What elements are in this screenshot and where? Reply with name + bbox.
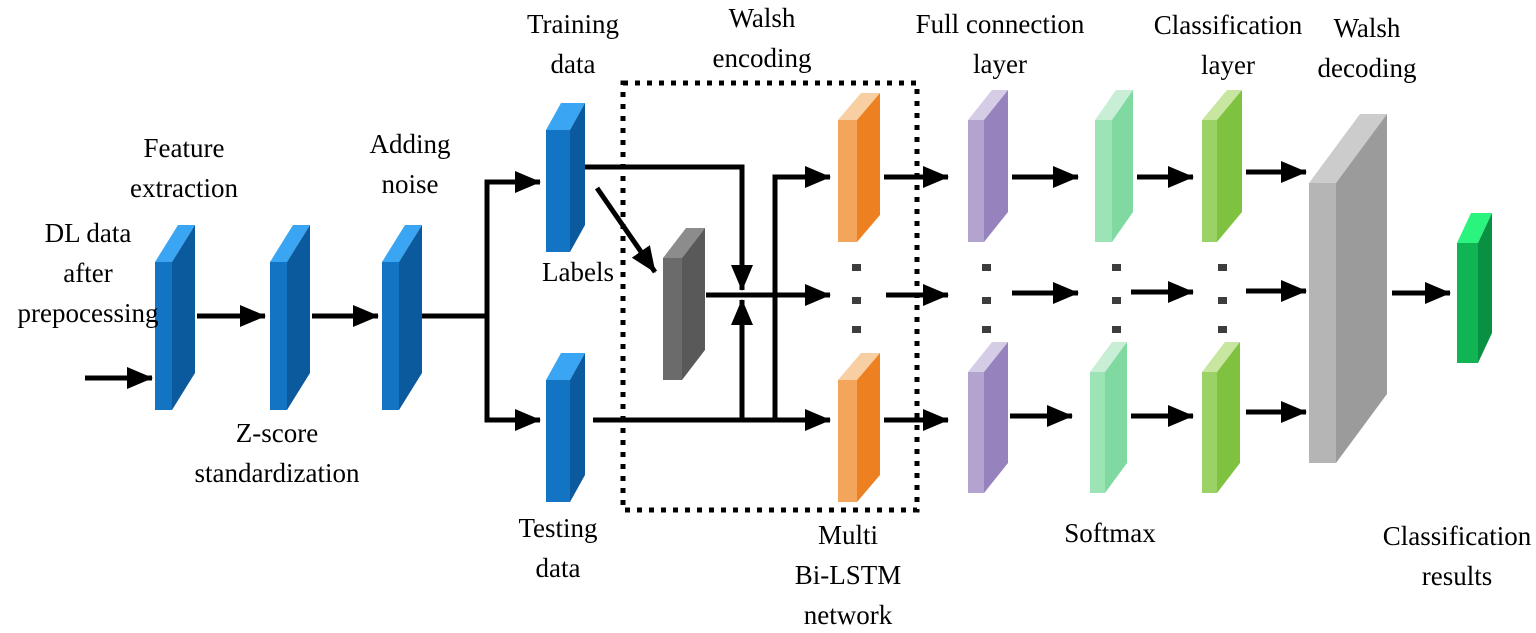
- slab-training-data-front: [546, 130, 570, 252]
- slab-feature-extraction: [155, 225, 195, 410]
- ellipsis-bilstm: [852, 264, 861, 271]
- arrow-training-to-junction: [585, 164, 753, 291]
- slab-zscore-front: [270, 262, 287, 410]
- slab-labels-side: [682, 228, 705, 380]
- slab-testing-data-side: [570, 353, 585, 502]
- slab-training-data-side: [570, 103, 585, 252]
- slab-bilstm-top: [838, 93, 880, 242]
- ellipsis-softmax: [1112, 264, 1121, 271]
- label-training-data: Training data: [526, 9, 620, 79]
- slab-fc-top-side: [984, 90, 1008, 242]
- label-testing-data: Testing data: [518, 513, 598, 583]
- ellipsis-fc: [982, 264, 991, 271]
- label-classification-results: Classification results: [1382, 521, 1532, 591]
- label-adding-noise: Adding noise: [369, 129, 451, 199]
- slab-feature-extraction-top: [155, 225, 195, 262]
- slab-adding-noise-top: [382, 225, 422, 262]
- label-classification-layer: Classification layer: [1153, 10, 1303, 80]
- slab-walsh-decoding: [1309, 114, 1387, 463]
- slab-classification-top-front: [1202, 120, 1217, 242]
- slab-classification-top: [1202, 90, 1242, 242]
- slab-walsh-decoding-side: [1336, 114, 1387, 463]
- label-walsh-encoding: Walsh encoding: [712, 3, 812, 73]
- slab-labels-top: [663, 228, 705, 258]
- slab-classification-bottom-side: [1217, 342, 1240, 493]
- slab-softmax-top-side: [1112, 90, 1133, 242]
- slab-zscore: [270, 225, 310, 410]
- slab-fc-top-front: [968, 120, 984, 242]
- label-z-score: Z-score standardization: [194, 418, 360, 488]
- slab-classification-top-top: [1202, 90, 1242, 120]
- slab-bilstm-bottom-top: [838, 353, 880, 380]
- slab-training-data-top: [546, 103, 585, 130]
- slab-bilstm-top-front: [838, 120, 857, 242]
- slab-fc-top: [968, 90, 1008, 242]
- ellipsis-dots: [852, 264, 1227, 333]
- slab-adding-noise-front: [382, 262, 399, 410]
- slab-fc-bottom-side: [984, 342, 1008, 493]
- slab-bilstm-bottom-side: [857, 353, 880, 502]
- slab-training-data: [546, 103, 585, 252]
- label-full-connection: Full connection layer: [915, 9, 1085, 79]
- slab-zscore-top: [270, 225, 310, 262]
- slab-feature-extraction-front: [155, 262, 172, 410]
- slab-softmax-bottom-top: [1090, 342, 1127, 372]
- slab-softmax-bottom: [1090, 342, 1127, 493]
- label-labels: Labels: [542, 257, 614, 287]
- slab-fc-bottom-top: [968, 342, 1008, 372]
- slab-classification-bottom-front: [1202, 372, 1217, 493]
- slab-walsh-decoding-top: [1309, 114, 1387, 183]
- slab-adding-noise-side: [399, 225, 422, 410]
- label-feature-extraction: Feature extraction: [130, 133, 238, 203]
- slab-result-front: [1457, 243, 1478, 363]
- slab-fc-bottom-front: [968, 372, 984, 493]
- slab-bilstm-top-top: [838, 93, 880, 120]
- slab-bilstm-top-side: [857, 93, 880, 242]
- slab-softmax-bottom-side: [1105, 342, 1127, 493]
- ellipsis-classification: [1218, 264, 1227, 271]
- slab-classification-top-side: [1217, 90, 1242, 242]
- label-dl-data: DL data after prepocessing: [17, 218, 159, 328]
- slab-classification-bottom: [1202, 342, 1240, 493]
- label-multi-bilstm: Multi Bi-LSTM network: [794, 520, 902, 630]
- slab-fc-top-top: [968, 90, 1008, 120]
- slab-feature-extraction-side: [172, 225, 195, 410]
- slab-walsh-decoding-front: [1309, 183, 1336, 463]
- slab-softmax-top: [1095, 90, 1133, 242]
- slab-fc-bottom: [968, 342, 1008, 493]
- slab-bilstm-bottom: [838, 353, 880, 502]
- slab-result-side: [1478, 213, 1492, 363]
- slab-result-top: [1457, 213, 1492, 243]
- slab-zscore-side: [287, 225, 310, 410]
- slab-testing-data-front: [546, 380, 570, 502]
- slab-testing-data: [546, 353, 585, 502]
- slab-labels-front: [663, 258, 682, 380]
- slab-softmax-bottom-front: [1090, 372, 1105, 493]
- slab-classification-bottom-top: [1202, 342, 1240, 372]
- slab-adding-noise: [382, 225, 422, 410]
- slab-softmax-top-front: [1095, 120, 1112, 242]
- arrow-labels-diagonal: [594, 186, 658, 274]
- slab-softmax-top-top: [1095, 90, 1133, 120]
- slab-bilstm-bottom-front: [838, 380, 857, 502]
- label-softmax: Softmax: [1064, 518, 1156, 548]
- slab-result: [1457, 213, 1492, 363]
- label-walsh-decoding: Walsh decoding: [1317, 13, 1417, 83]
- slab-labels: [663, 228, 705, 380]
- slab-testing-data-top: [546, 353, 585, 380]
- arrows: [85, 161, 1451, 431]
